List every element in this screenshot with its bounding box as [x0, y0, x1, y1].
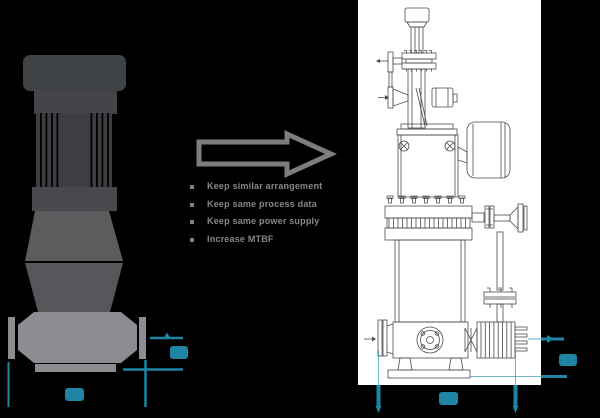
- dimension-label-blob: [559, 354, 577, 366]
- pump-casing: [392, 239, 469, 359]
- top-motor: [404, 7, 430, 54]
- drawing-panel: [358, 0, 541, 385]
- motor-rib-lines: [40, 113, 109, 187]
- list-item: Keep similar arrangement: [188, 181, 358, 199]
- bullet-list: Keep similar arrangement Keep same proce…: [188, 181, 358, 251]
- side-nozzles: [376, 51, 409, 109]
- dimension-label-blob: [439, 392, 458, 405]
- left-pump-dimension-lines: [7, 332, 188, 407]
- bullet-label: Keep same power supply: [207, 216, 320, 226]
- bullet-label: Keep same process data: [207, 198, 317, 209]
- target-pump-technical-drawing: [364, 7, 528, 379]
- bullet-label: Increase MTBF: [207, 233, 274, 244]
- dimension-label-blob: [65, 388, 84, 401]
- list-item: Increase MTBF: [188, 234, 358, 252]
- square-bullet-icon: [190, 185, 194, 189]
- list-item: Keep same process data: [188, 199, 358, 217]
- pump-column: [407, 68, 458, 129]
- bullet-label: Keep similar arrangement: [207, 181, 323, 191]
- discharge-piping: [471, 203, 528, 323]
- square-bullet-icon: [190, 202, 194, 207]
- pressure-gauge: [457, 121, 511, 179]
- square-bullet-icon: [190, 220, 194, 224]
- suction-flange: [364, 319, 394, 357]
- aux-motor: [464, 321, 528, 359]
- square-bullet-icon: [190, 237, 194, 242]
- baseplate: [387, 357, 471, 379]
- right-arrow-icon: [196, 130, 338, 178]
- dimension-label-blob: [170, 346, 188, 359]
- flange-bolts: [386, 195, 466, 204]
- motor-barrel: [396, 123, 459, 198]
- source-pump-silhouette: [8, 55, 146, 372]
- list-item: Keep same power supply: [188, 216, 358, 234]
- right-pump-dimension-lines: [375, 335, 577, 413]
